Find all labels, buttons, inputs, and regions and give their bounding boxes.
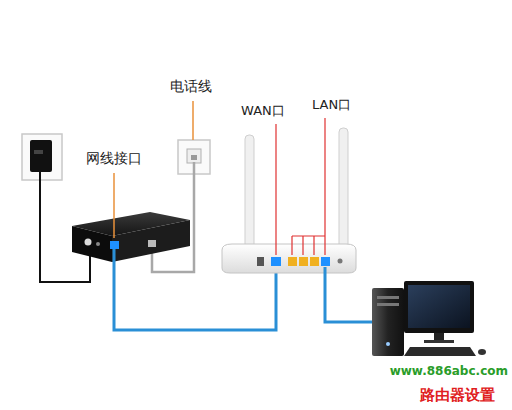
watermark-title: 路由器设置 xyxy=(420,386,495,405)
leader-line xyxy=(275,124,276,255)
leader-line xyxy=(113,173,115,238)
callout-label: 网线接口 xyxy=(86,150,142,168)
leader-line xyxy=(192,101,194,140)
network-cable xyxy=(325,267,373,322)
leader-bracket xyxy=(292,118,325,255)
watermark-url: www.886abc.com xyxy=(390,364,508,379)
port-label: WAN口 xyxy=(241,103,285,119)
callout-label: 电话线 xyxy=(170,78,212,96)
port-label: LAN口 xyxy=(312,97,351,113)
computer xyxy=(372,281,486,356)
power-outlet xyxy=(22,134,62,180)
modem xyxy=(72,212,190,262)
router xyxy=(222,128,356,273)
